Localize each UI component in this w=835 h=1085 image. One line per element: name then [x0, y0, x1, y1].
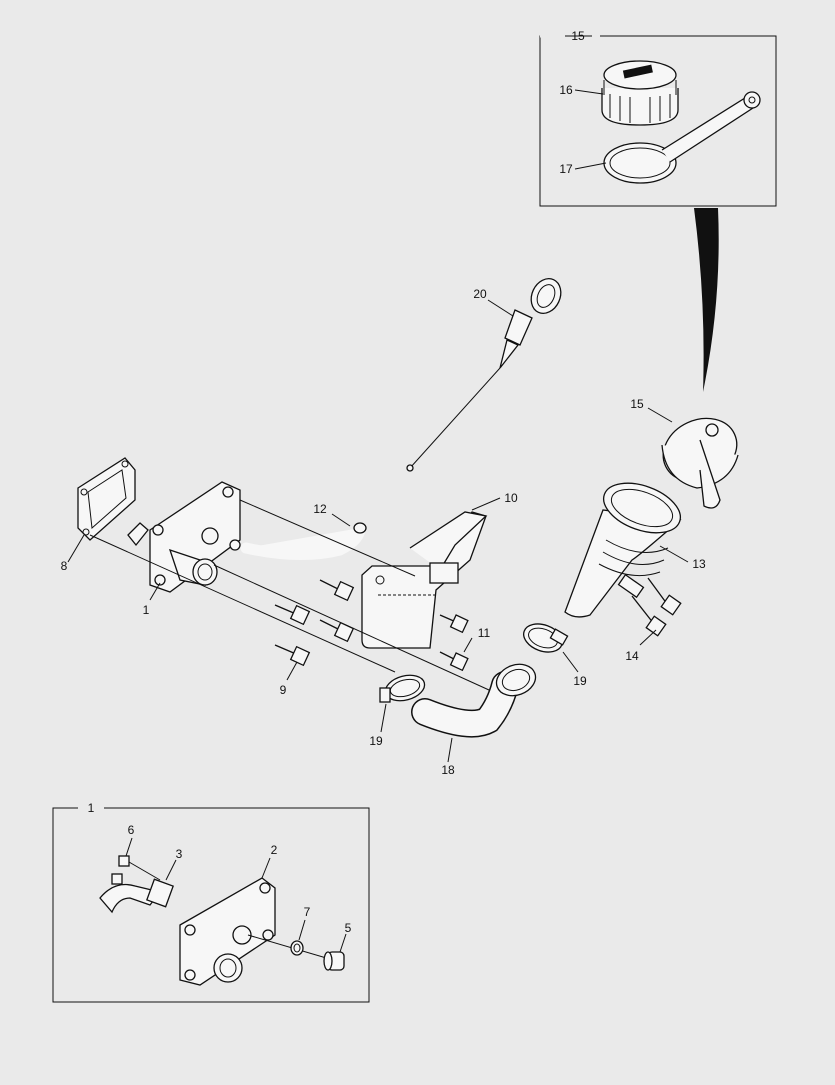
bolt-14-lower — [631, 595, 667, 637]
filler-neck-part — [564, 482, 682, 618]
bracket-part — [361, 511, 488, 649]
callout-1-inset: 1 — [88, 801, 95, 815]
callout-2: 2 — [271, 843, 278, 857]
gasket-part — [77, 457, 136, 541]
callout-20: 20 — [473, 287, 487, 301]
bolt-9a — [319, 579, 355, 602]
thermostat-housing-part — [127, 481, 241, 593]
inset-cap-assembly: 15 16 17 — [539, 29, 777, 207]
filler-cap-part — [601, 60, 679, 126]
callout-6: 6 — [128, 823, 135, 837]
callout-3: 3 — [176, 847, 183, 861]
screw-part-6 — [111, 855, 161, 885]
bolt-11a — [439, 614, 469, 634]
plug-part-5 — [323, 951, 345, 971]
callout-17: 17 — [559, 162, 573, 176]
hose-clamp-right — [523, 623, 569, 653]
callout-8: 8 — [61, 559, 68, 573]
callout-15-main: 15 — [630, 397, 644, 411]
housing-part-2 — [179, 877, 276, 986]
inset-housing-detail: 1 2 3 6 7 — [52, 801, 370, 1003]
callout-15-inset: 15 — [571, 29, 585, 43]
elbow-part-3 — [99, 878, 174, 914]
callout-12: 12 — [313, 502, 327, 516]
cap-strap-part — [603, 91, 761, 184]
callout-7: 7 — [304, 905, 311, 919]
leader-swoosh — [694, 208, 719, 392]
bolt-14-upper — [647, 577, 682, 616]
callout-9: 9 — [280, 683, 287, 697]
callout-11: 11 — [478, 626, 491, 640]
washer-part-7 — [290, 940, 304, 956]
callout-1-main: 1 — [143, 603, 150, 617]
bolt-9c — [319, 619, 355, 643]
bolt-9b — [274, 604, 311, 626]
dipstick-part — [406, 277, 562, 472]
callout-19-left: 19 — [369, 734, 383, 748]
coolant-hose-part — [411, 663, 537, 738]
callout-10: 10 — [504, 491, 518, 505]
bolt-9d — [274, 644, 311, 667]
callout-14: 14 — [625, 649, 639, 663]
callout-18: 18 — [441, 763, 455, 777]
bolt-11b — [439, 651, 469, 672]
filler-cap-main — [661, 417, 739, 509]
hose-clamp-left — [379, 674, 426, 703]
callout-13: 13 — [692, 557, 706, 571]
callout-19-right: 19 — [573, 674, 587, 688]
callout-5: 5 — [345, 921, 352, 935]
breather-hose-part — [240, 522, 367, 560]
alignment-lines — [89, 499, 501, 696]
callout-16: 16 — [559, 83, 573, 97]
